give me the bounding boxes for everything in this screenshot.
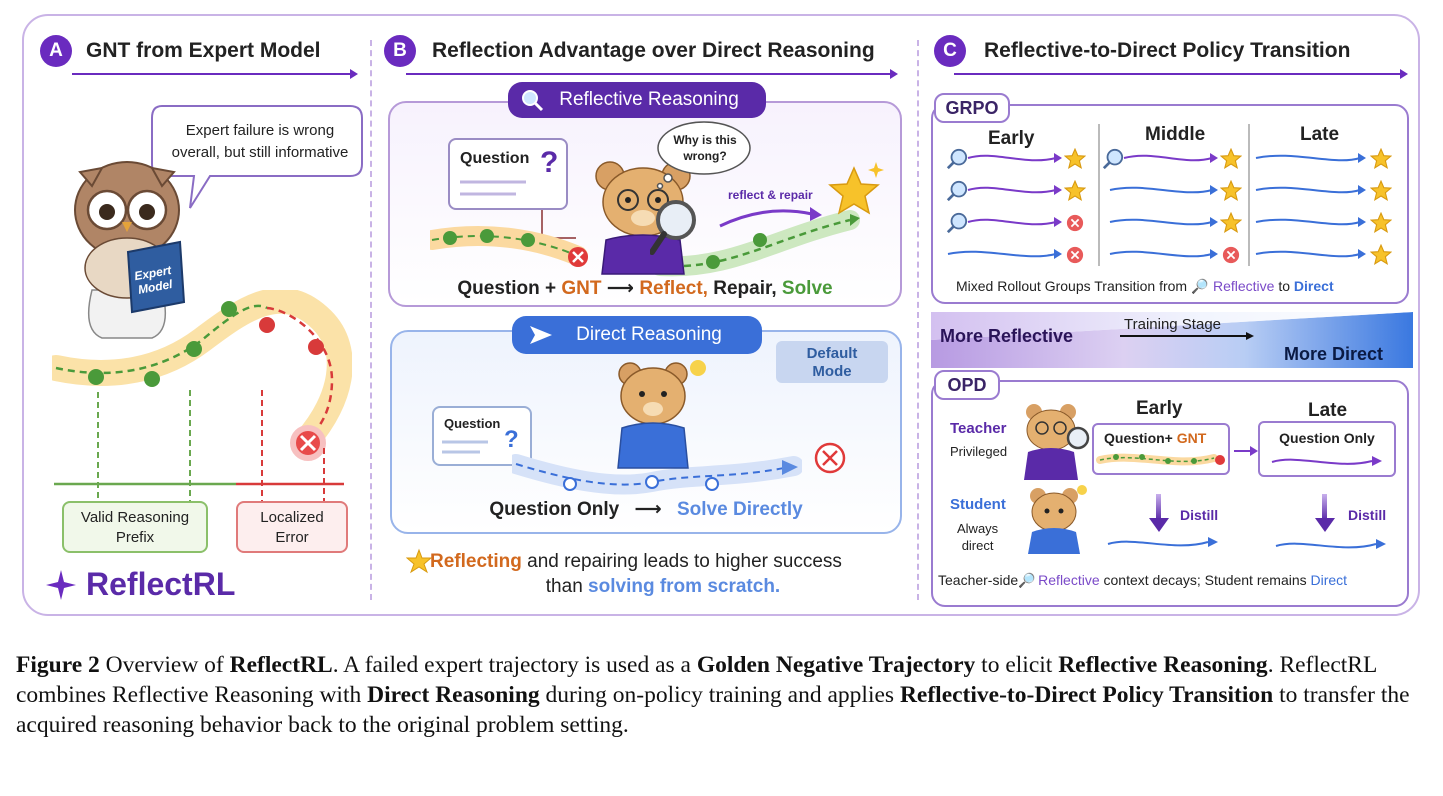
opd-tag: OPD	[934, 370, 1000, 400]
question-only-trajectory	[1271, 456, 1382, 466]
question-card-direct-label: Question	[444, 416, 501, 431]
student-early-trajectory	[1107, 537, 1218, 547]
section-a-arrow	[72, 69, 358, 79]
more-reflective: More Reflective	[940, 326, 1074, 346]
section-c-title: Reflective-to-Direct Policy Transition	[984, 39, 1351, 62]
opd-early-late-arrow	[1234, 446, 1258, 456]
distill-label-1: Distill	[1180, 507, 1219, 523]
localized-error-box: Localized Error	[236, 501, 348, 553]
distill-arrow-2	[1315, 494, 1335, 532]
student-label: Student	[950, 496, 1006, 513]
training-stage-arrow	[1120, 332, 1254, 340]
section-b-arrow	[406, 69, 898, 79]
opd-panel	[931, 380, 1409, 607]
reflective-formula: Question + GNT ⟶ Reflect, Repair, Solve	[457, 278, 833, 299]
bubble-text: Expert failure is wrong overall, but sti…	[171, 122, 349, 161]
question-card-direct-lines	[442, 440, 488, 454]
student-late-trajectory	[1275, 539, 1386, 549]
question-only-label: Question Only	[1279, 430, 1375, 446]
takeaway-line1: Reflecting and repairing leads to higher…	[430, 551, 842, 572]
opd-note-magnifier-icon: 🔎	[1018, 572, 1036, 588]
magnifier-icon	[522, 90, 544, 112]
question-only-box	[1258, 421, 1396, 477]
question-mark-icon: ?	[540, 146, 559, 179]
training-stage: Training Stage	[1124, 316, 1222, 333]
question-card	[448, 138, 568, 210]
grpo-note: Mixed Rollout Groups Transition from 🔎Re…	[956, 278, 1334, 294]
question-gnt-label: Question+ GNT	[1104, 430, 1207, 446]
takeaway-star-icon	[406, 548, 432, 574]
grpo-middle: Middle	[1145, 124, 1206, 145]
reflect-repair-label: reflect & repair	[728, 188, 813, 202]
opd-early: Early	[1136, 398, 1183, 419]
default-mode-badge: Default Mode	[776, 341, 888, 383]
grpo-early: Early	[988, 128, 1035, 149]
reflective-reasoning-pill: Reflective Reasoning	[508, 82, 766, 118]
more-direct: More Direct	[1284, 344, 1384, 364]
reflectrl-logo: ReflectRL	[86, 566, 236, 602]
reflective-trajectory	[430, 210, 860, 277]
grpo-panel	[931, 104, 1409, 304]
question-gnt-trajectory	[1096, 453, 1225, 466]
grpo-rollouts	[946, 148, 1392, 265]
section-a-title: GNT from Expert Model	[86, 39, 321, 62]
student-bear-icon	[1028, 485, 1087, 554]
privileged-label: Privileged	[950, 444, 1008, 459]
question-mark-direct-icon: ?	[504, 426, 519, 453]
success-star-icon	[828, 162, 884, 215]
thought-bubble	[656, 121, 751, 190]
badge-c: C	[934, 35, 966, 67]
divider-ab	[370, 40, 372, 600]
speech-bubble	[151, 105, 363, 209]
takeaway-line2: than solving from scratch.	[545, 576, 781, 597]
grpo-sep2	[1248, 124, 1250, 266]
valid-prefix-box: Valid Reasoning Prefix	[62, 501, 208, 553]
always-direct-label: Always direct	[957, 521, 999, 553]
opd-late: Late	[1308, 400, 1348, 421]
grpo-tag: GRPO	[934, 93, 1010, 123]
badge-b: B	[384, 35, 416, 67]
thought-text: Why is this wrong?	[673, 133, 737, 163]
bear-direct-icon	[617, 360, 706, 469]
distill-label-2: Distill	[1348, 507, 1387, 523]
trajectory-markers	[88, 301, 326, 461]
prefix-guides	[54, 390, 344, 502]
distill-arrow-1	[1149, 494, 1169, 532]
section-c-arrow	[954, 69, 1408, 79]
paper-plane-icon	[530, 326, 552, 344]
reflect-repair-arrow	[719, 207, 822, 228]
sparkle-logo-icon	[46, 570, 76, 600]
question-gnt-box	[1092, 423, 1230, 475]
expert-model-book-icon	[126, 240, 186, 314]
opd-note: Teacher-side🔎Reflective context decays; …	[938, 572, 1348, 588]
teacher-label: Teacher	[950, 420, 1007, 437]
section-b-title: Reflection Advantage over Direct Reasoni…	[432, 39, 875, 62]
teacher-bear-icon	[1024, 404, 1090, 480]
grpo-sep1	[1098, 124, 1100, 266]
badge-a: A	[40, 35, 72, 67]
direct-reasoning-pill: Direct Reasoning	[512, 316, 762, 354]
question-card-label: Question	[460, 150, 530, 167]
fail-icon	[814, 442, 846, 474]
divider-bc	[917, 40, 919, 600]
direct-formula: Question Only ⟶ Solve Directly	[489, 499, 803, 520]
grpo-note-magnifier-icon: 🔎	[1190, 278, 1209, 294]
grpo-late: Late	[1300, 124, 1340, 145]
figure-caption: Figure 2 Overview of ReflectRL. A failed…	[16, 652, 1410, 738]
big-magnifier-icon	[650, 200, 696, 255]
direct-trajectory	[512, 454, 802, 495]
